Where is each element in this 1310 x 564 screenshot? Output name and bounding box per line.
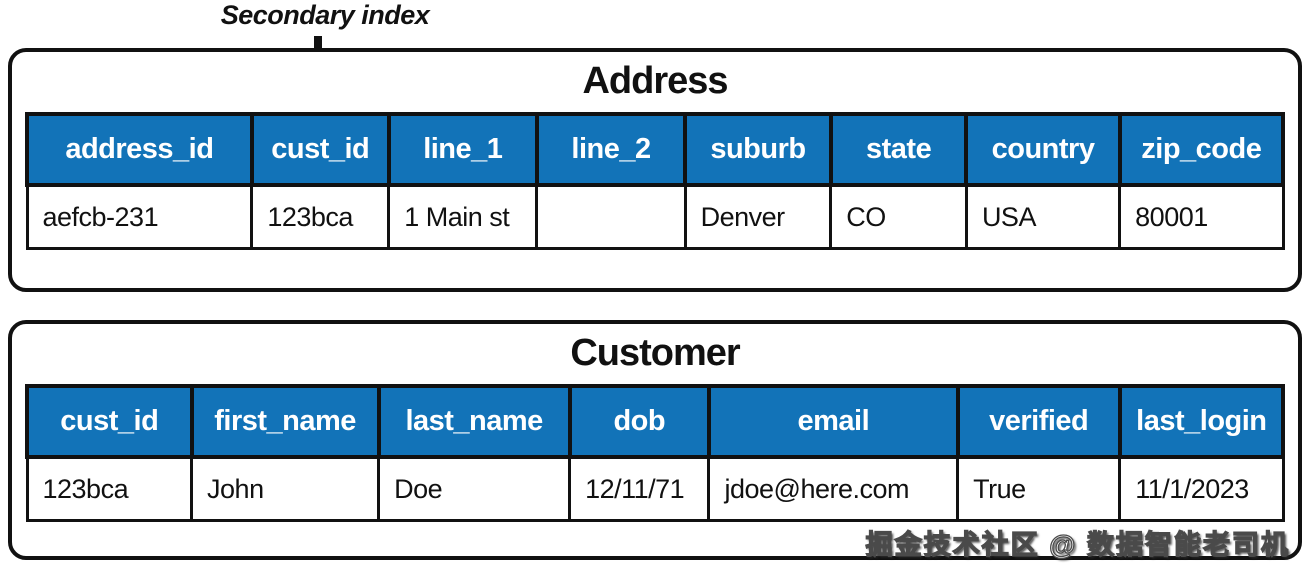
cell-last-login: 11/1/2023 [1118,455,1285,522]
column-header-verified: verified [955,384,1122,459]
cell-state: CO [829,183,968,250]
column-header-email: email [706,384,960,459]
column-header-line-1: line_1 [386,112,539,187]
address-table: address_id cust_id line_1 line_2 suburb … [25,112,1286,250]
cell-cust-id: 123bca [250,183,391,250]
cell-email: jdoe@here.com [707,455,960,522]
address-table-title: Address [582,60,728,102]
cell-address-id: aefcb-231 [25,183,254,250]
column-header-address-id: address_id [25,112,254,187]
customer-panel: Customer cust_id first_name last_name do… [8,320,1302,560]
cell-last-name: Doe [377,455,572,522]
cell-suburb: Denver [683,183,833,250]
column-header-country: country [964,112,1122,187]
column-header-zip-code: zip_code [1117,112,1286,187]
address-header-row: address_id cust_id line_1 line_2 suburb … [25,112,1286,187]
customer-table: cust_id first_name last_name dob email v… [25,384,1286,522]
column-header-cust-id: cust_id [25,384,194,459]
watermark: 掘金技术社区 @ 数据智能老司机 [865,529,1290,560]
cell-cust-id: 123bca [25,455,194,522]
customer-table-title: Customer [570,332,740,374]
address-data-row: aefcb-231 123bca 1 Main st Denver CO USA… [25,183,1285,250]
column-header-first-name: first_name [189,384,381,459]
cell-country: USA [964,183,1122,250]
address-panel: Address address_id cust_id line_1 line_2… [8,48,1302,292]
cell-verified: True [956,455,1122,522]
cell-dob: 12/11/71 [568,455,711,522]
column-header-last-name: last_name [376,384,572,459]
cell-zip-code: 80001 [1118,183,1285,250]
column-header-cust-id: cust_id [249,112,391,187]
cell-line-2 [535,183,687,250]
cell-first-name: John [190,455,381,522]
column-header-state: state [828,112,969,187]
column-header-last-login: last_login [1117,384,1286,459]
column-header-line-2: line_2 [534,112,688,187]
customer-data-row: 123bca John Doe 12/11/71 jdoe@here.com T… [25,455,1285,522]
customer-header-row: cust_id first_name last_name dob email v… [25,384,1286,459]
column-header-suburb: suburb [683,112,833,187]
column-header-dob: dob [567,384,711,459]
secondary-index-label: Secondary index [220,0,430,30]
cell-line-1: 1 Main st [387,183,539,250]
